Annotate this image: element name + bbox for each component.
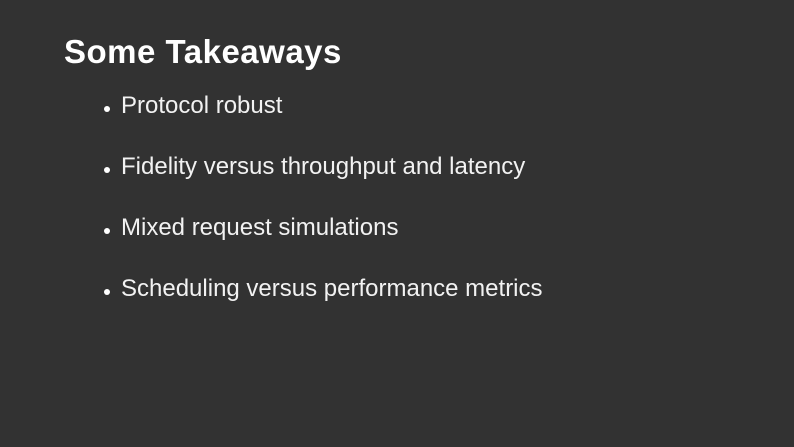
list-item: Mixed request simulations (104, 216, 543, 240)
bullet-icon (104, 167, 110, 173)
slide-title: Some Takeaways (64, 33, 342, 70)
bullet-list: Protocol robust Fidelity versus throughp… (104, 94, 543, 301)
list-item: Protocol robust (104, 94, 543, 118)
bullet-text: Protocol robust (121, 92, 283, 119)
list-item: Scheduling versus performance metrics (104, 277, 543, 301)
bullet-icon (104, 106, 110, 112)
list-item: Fidelity versus throughput and latency (104, 155, 543, 179)
bullet-icon (104, 228, 110, 234)
bullet-text: Fidelity versus throughput and latency (121, 153, 526, 180)
bullet-icon (104, 289, 110, 295)
bullet-text: Scheduling versus performance metrics (121, 275, 543, 302)
bullet-text: Mixed request simulations (121, 214, 399, 241)
